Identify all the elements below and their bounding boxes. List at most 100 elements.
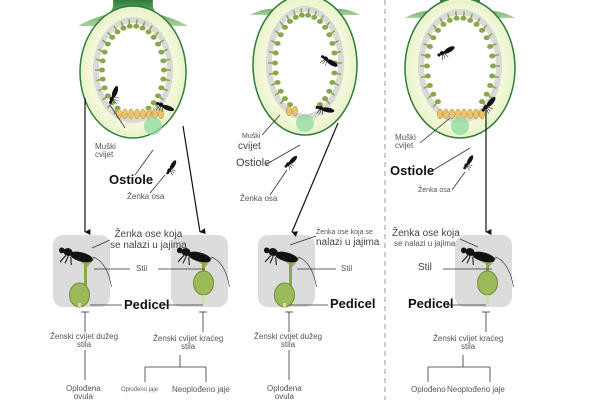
wasp-in-fig-right-1: [437, 46, 455, 61]
leader-wasp-laying-middle: [289, 235, 317, 246]
female-flower: [331, 70, 338, 76]
label-pedicel-right: Pedicel: [408, 296, 454, 311]
female-flower: [133, 23, 140, 29]
wasp-thorax: [268, 248, 278, 256]
flower-ovary: [193, 270, 214, 296]
male-flower: [122, 108, 128, 120]
flower-box: [455, 235, 512, 307]
wasp-head: [481, 108, 485, 112]
label-style-right: Stil: [418, 262, 432, 273]
female-flower: [490, 63, 496, 69]
wasp-legs: [170, 169, 176, 176]
wasp-legs: [316, 109, 324, 115]
female-flower: [281, 96, 288, 102]
female-flower: [483, 35, 490, 41]
female-flower: [109, 34, 116, 40]
female-flower: [104, 41, 111, 47]
wasp-in-fig-middle-2: [315, 105, 335, 115]
leader-female-wasp-right: [451, 171, 466, 191]
wasp-abdomen: [321, 107, 335, 113]
female-flower: [155, 93, 162, 99]
label-outcome-fertilized-egg-left: Oplođeno jaje: [121, 387, 159, 393]
male-flower: [449, 108, 455, 120]
fig-left: [78, 0, 188, 139]
female-flower: [326, 88, 333, 94]
label-male-flower-middle-1: Muški: [242, 133, 261, 140]
female-flower: [487, 83, 494, 89]
arrow-middle: [291, 122, 339, 237]
flower-box-middle-long: [258, 235, 317, 308]
wasp-abdomen: [111, 86, 119, 98]
wasp-abdomen: [70, 251, 93, 263]
female-flower: [99, 58, 106, 64]
wasp-legs: [264, 255, 277, 266]
female-flower: [473, 21, 480, 27]
wasp-thorax: [109, 96, 114, 102]
female-flower: [322, 96, 329, 102]
wasp-head: [437, 53, 441, 57]
label-outcome-unfertilized-egg-left: Neoplođeno jaje: [172, 385, 230, 394]
label-male-flower-right: Muški cvijet: [395, 133, 416, 151]
female-flower: [274, 40, 281, 46]
leader-wasp-laying-right: [459, 238, 479, 248]
wasp-head: [463, 166, 467, 170]
female-flower: [326, 32, 333, 38]
female-flower: [277, 88, 284, 94]
male-flower: [116, 108, 122, 120]
wasp-legs: [442, 53, 449, 61]
wasp-legs: [177, 255, 190, 266]
female-flower: [434, 99, 441, 105]
wasp-abdomen: [275, 251, 298, 263]
wasp-abdomen: [466, 155, 474, 165]
label-ostiole-right: Ostiole: [390, 163, 435, 178]
female-flower: [272, 50, 279, 56]
wasp-legs: [156, 106, 163, 112]
wasp-head: [108, 100, 113, 104]
label-wasp-laying-middle-1: Ženka ose koja se: [316, 229, 373, 236]
female-flower: [424, 53, 431, 59]
leader-wasp-laying-left: [91, 239, 111, 249]
wasp-abdomen: [188, 251, 211, 263]
wasp-head: [166, 171, 170, 175]
label-female-wasp-right: Ženka osa: [418, 187, 451, 194]
wasp-ovipositor: [93, 256, 112, 288]
wasp-thorax: [323, 56, 329, 61]
wasp-head: [176, 247, 183, 254]
female-flower: [272, 60, 278, 66]
female-flower: [317, 18, 323, 24]
leader-ostiole-left: [134, 149, 154, 176]
label-style-left: Stil: [136, 264, 148, 273]
wasp-abdomen: [326, 59, 338, 67]
wasp-legs: [467, 164, 473, 171]
male-flower: [443, 108, 449, 120]
female-flower: [114, 29, 121, 35]
wasp-ovipositor: [495, 256, 514, 288]
female-flower: [331, 50, 338, 56]
female-flower: [101, 85, 108, 91]
female-flower: [158, 85, 165, 91]
female-flower: [426, 43, 433, 49]
female-flower: [292, 14, 299, 20]
male-flower: [292, 105, 298, 117]
label-long-style-flower-left: Ženski cvijet dužeg stila: [50, 332, 119, 350]
wasp-head: [58, 247, 65, 254]
label-male-flower-middle-2: cvijet: [238, 141, 261, 152]
label-outcome-fertilized-right: Oplođeno: [411, 385, 446, 394]
label-short-style-flower-right: Ženski cvijet kraćeg stila: [433, 334, 504, 352]
female-flower: [430, 91, 437, 97]
female-flower: [104, 93, 111, 99]
label-long-style-flower-middle: Ženski cvijet dužeg stila: [254, 332, 323, 350]
wasp-ovipositor: [211, 256, 230, 288]
label-outcome-fertilized-ovule-left: Oplođena ovula: [66, 384, 101, 402]
wasp-abdomen: [169, 160, 177, 170]
wasp-in-fig-left-1: [108, 86, 119, 104]
wasp-legs: [461, 255, 474, 266]
wasp-thorax: [483, 105, 488, 110]
wasp-thorax: [63, 248, 73, 256]
ostiole: [144, 117, 162, 135]
wasp-thorax: [464, 163, 469, 168]
female-flower: [160, 58, 167, 64]
female-flower: [145, 29, 152, 35]
fig-middle: [250, 0, 360, 136]
wasp-head: [284, 165, 288, 168]
